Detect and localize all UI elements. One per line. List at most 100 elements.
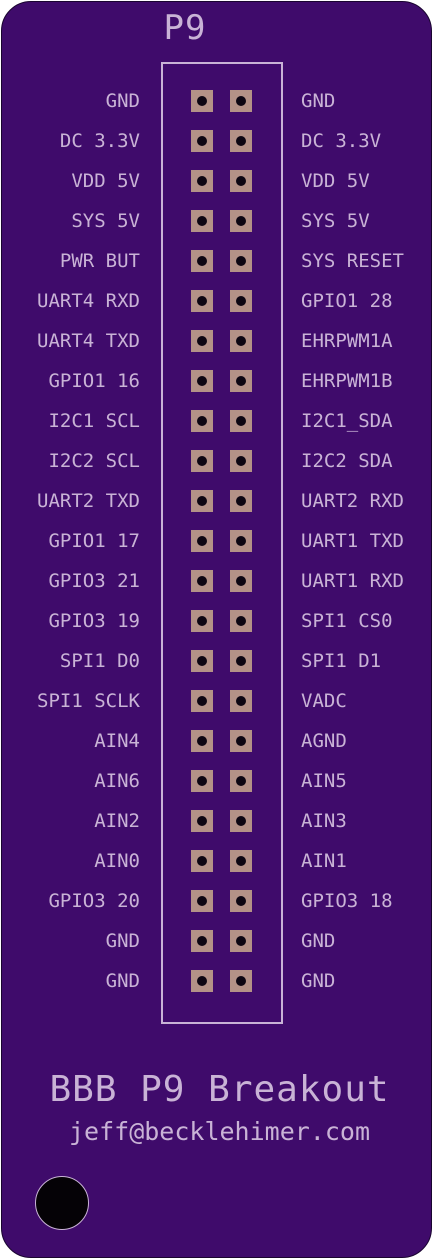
pin-row: PWR BUT SYS RESET	[2, 241, 435, 281]
pin-pad	[230, 490, 252, 512]
pin-label-right: GND	[301, 930, 336, 952]
pin-label-left: GPIO3 20	[48, 890, 140, 912]
pin-label-right: GPIO1 28	[301, 290, 393, 312]
pin-label-left: I2C1 SCL	[48, 410, 140, 432]
pin-pad	[191, 530, 213, 552]
pin-label-left: GND	[105, 90, 140, 112]
pin-label-left: I2C2 SCL	[48, 450, 140, 472]
pin-label-left: UART2 TXD	[37, 490, 140, 512]
pin-pad	[191, 810, 213, 832]
pin-pad	[191, 850, 213, 872]
pin-label-right: I2C2 SDA	[301, 450, 393, 472]
pin-pad	[191, 730, 213, 752]
pin-pad	[230, 450, 252, 472]
pin-label-left: DC 3.3V	[59, 130, 140, 152]
pin-pad	[191, 650, 213, 672]
pin-label-left: AIN0	[94, 850, 140, 872]
pin-label-left: GND	[105, 930, 140, 952]
pin-label-right: I2C1_SDA	[301, 410, 393, 432]
header-outline	[161, 62, 283, 1024]
pin-label-left: PWR BUT	[59, 250, 140, 272]
pin-pad	[191, 890, 213, 912]
pin-pad	[230, 130, 252, 152]
pin-pad	[230, 730, 252, 752]
pin-pad	[191, 970, 213, 992]
pin-label-left: VDD 5V	[71, 170, 140, 192]
pin-pad	[230, 370, 252, 392]
pin-pad	[191, 930, 213, 952]
pin-label-right: SYS RESET	[301, 250, 404, 272]
pin-pad	[230, 770, 252, 792]
pin-label-left: AIN2	[94, 810, 140, 832]
pin-label-right: AIN1	[301, 850, 347, 872]
pin-pad	[230, 610, 252, 632]
pin-pad	[191, 130, 213, 152]
pin-label-right: EHRPWM1B	[301, 370, 393, 392]
pin-label-right: UART2 RXD	[301, 490, 404, 512]
pin-label-right: GPIO3 18	[301, 890, 393, 912]
pin-pad	[191, 410, 213, 432]
pin-label-right: GND	[301, 970, 336, 992]
pin-label-right: SYS 5V	[301, 210, 370, 232]
pin-row: AIN0 AIN1	[2, 841, 435, 881]
pin-label-left: AIN4	[94, 730, 140, 752]
pin-pad	[230, 170, 252, 192]
pin-pad	[191, 770, 213, 792]
pin-label-right: UART1 TXD	[301, 530, 404, 552]
pin-pad	[191, 330, 213, 352]
pin-pad	[230, 650, 252, 672]
pin-pad	[191, 490, 213, 512]
pin-label-right: SPI1 D1	[301, 650, 382, 672]
pin-pad	[230, 690, 252, 712]
pin-label-left: GPIO1 16	[48, 370, 140, 392]
pin-pad	[191, 250, 213, 272]
pin-pad	[230, 210, 252, 232]
pin-pad	[191, 370, 213, 392]
pin-label-right: VADC	[301, 690, 347, 712]
pin-row: AIN2 AIN3	[2, 801, 435, 841]
pin-label-right: VDD 5V	[301, 170, 370, 192]
pin-pad	[191, 90, 213, 112]
pin-pad	[191, 210, 213, 232]
pin-row: GND GND	[2, 921, 435, 961]
pin-pad	[230, 530, 252, 552]
pin-label-right: AIN3	[301, 810, 347, 832]
pin-label-left: GPIO3 21	[48, 570, 140, 592]
pin-pad	[230, 970, 252, 992]
pin-pad	[230, 930, 252, 952]
pin-pad	[230, 330, 252, 352]
pin-pad	[191, 570, 213, 592]
pin-pad	[191, 690, 213, 712]
pin-label-left: GPIO3 19	[48, 610, 140, 632]
pin-label-left: GPIO1 17	[48, 530, 140, 552]
pin-pad	[230, 850, 252, 872]
board-title: BBB P9 Breakout	[49, 1069, 390, 1110]
pin-pad	[230, 810, 252, 832]
pin-pad	[191, 170, 213, 192]
pin-row: VDD 5V VDD 5V	[2, 161, 435, 201]
pin-pad	[230, 90, 252, 112]
pin-pad	[230, 570, 252, 592]
pin-row: I2C1 SCL I2C1_SDA	[2, 401, 435, 441]
pin-pad	[230, 890, 252, 912]
pin-row: GPIO1 17 UART1 TXD	[2, 521, 435, 561]
author-email: jeff@becklehimer.com	[68, 1117, 371, 1146]
pin-row: UART2 TXD UART2 RXD	[2, 481, 435, 521]
pin-row: GND GND	[2, 961, 435, 1001]
pin-row: GPIO3 20 GPIO3 18	[2, 881, 435, 921]
pin-label-right: AIN5	[301, 770, 347, 792]
pin-label-left: GND	[105, 970, 140, 992]
pin-pad	[191, 610, 213, 632]
header-title: P9	[163, 8, 207, 48]
pin-pad	[230, 250, 252, 272]
pin-row: I2C2 SCL I2C2 SDA	[2, 441, 435, 481]
pin-label-right: EHRPWM1A	[301, 330, 393, 352]
